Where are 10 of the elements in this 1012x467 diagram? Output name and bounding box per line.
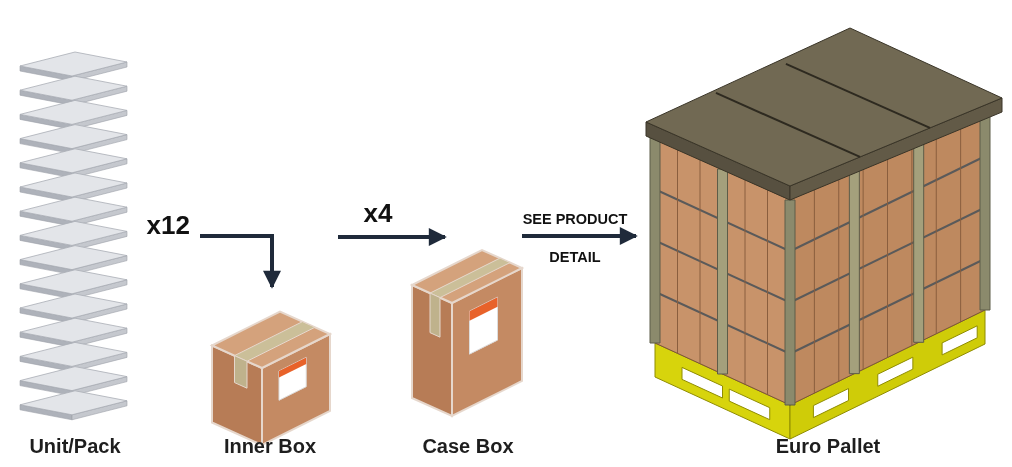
arrow (200, 234, 281, 289)
item-caption: Euro Pallet (775, 435, 881, 458)
arrow (522, 227, 638, 245)
item-caption: Case Box (422, 435, 514, 458)
edge-label: x4 (362, 198, 394, 228)
edge-label: x12 (145, 210, 190, 240)
item-caption: Inner Box (223, 435, 317, 458)
arrow (338, 228, 447, 246)
edge-label: SEE PRODUCT DETAIL (521, 210, 629, 267)
item-caption: Unit/Pack (29, 435, 121, 458)
